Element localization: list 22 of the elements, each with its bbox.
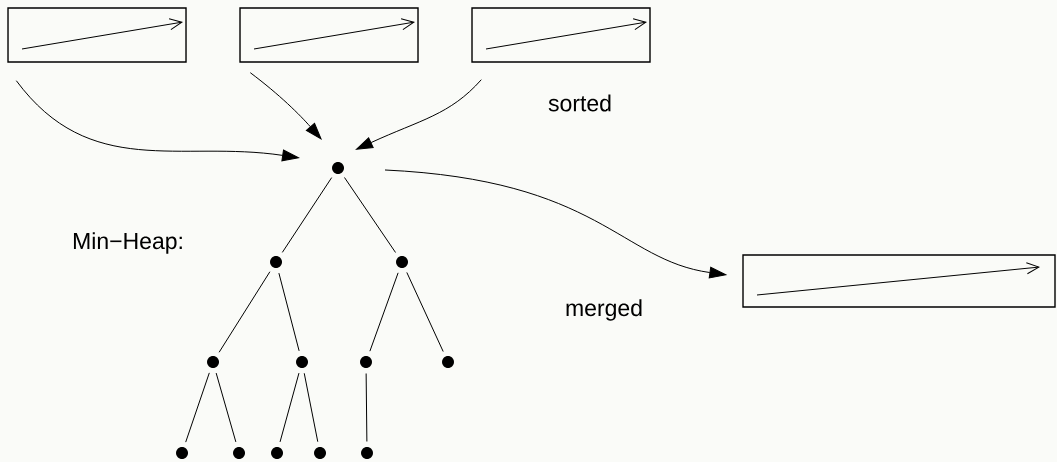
tree-line: [303, 372, 319, 443]
curved-arrow: [249, 72, 322, 140]
text-label: Min−Heap:: [73, 232, 182, 254]
array-box: [471, 7, 651, 63]
tree-line: [406, 271, 444, 353]
array-box: [742, 254, 1056, 308]
tree-line: [365, 373, 368, 442]
curved-arrow: [355, 79, 482, 150]
text-label: merged: [566, 299, 642, 321]
tree-line: [369, 272, 399, 352]
text-label: sorted: [548, 94, 611, 112]
tree-line: [344, 177, 397, 253]
tree-line: [218, 271, 271, 353]
tree-line: [279, 372, 300, 443]
tree-line: [278, 272, 300, 352]
array-box: [7, 7, 187, 63]
tree-line: [215, 372, 237, 443]
tree-line: [185, 372, 210, 443]
curved-arrow: [15, 80, 299, 162]
tree-line: [281, 177, 333, 253]
array-box: [239, 7, 419, 63]
curved-arrow: [384, 169, 727, 279]
